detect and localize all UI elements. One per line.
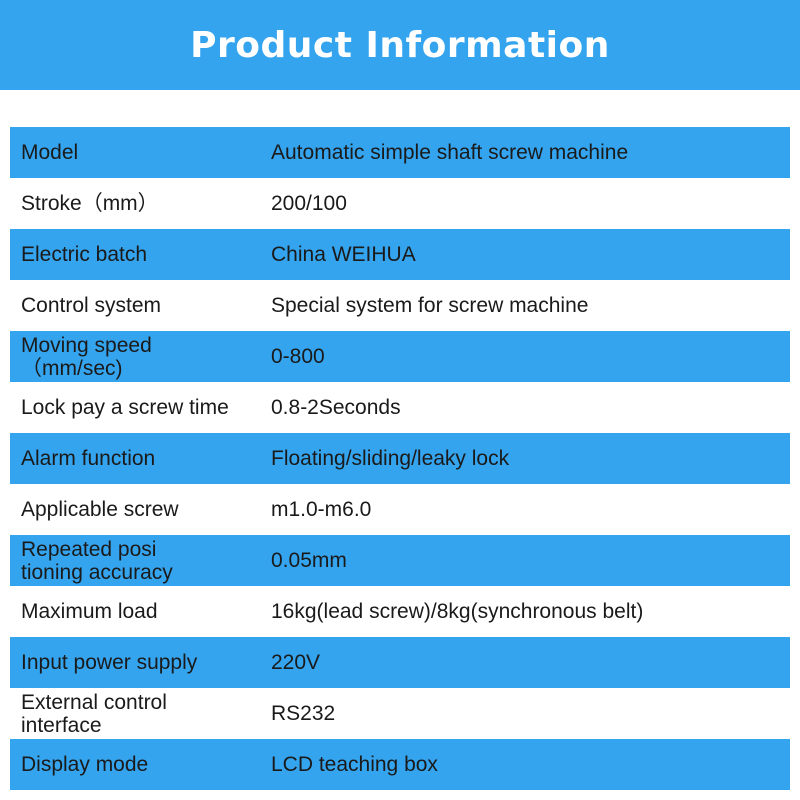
- row-label: Stroke（mm）: [21, 191, 159, 215]
- row-value: Floating/sliding/leaky lock: [271, 446, 510, 470]
- table-row-control-system: Control system Special system for screw …: [10, 280, 790, 331]
- row-label: Display mode: [21, 752, 149, 776]
- header-banner: Product Information: [0, 0, 800, 90]
- row-value: 0.8-2Seconds: [271, 395, 401, 419]
- table-row-stroke: Stroke（mm） 200/100: [10, 178, 790, 229]
- table-row-input-power: Input power supply 220V: [10, 637, 790, 688]
- row-value: 200/100: [271, 191, 347, 215]
- row-label: Input power supply: [21, 650, 198, 674]
- row-value: RS232: [271, 701, 336, 725]
- row-value: LCD teaching box: [271, 752, 438, 776]
- row-label: Applicable screw: [21, 497, 179, 521]
- row-value: 0-800: [271, 344, 325, 368]
- row-label: Lock pay a screw time: [21, 395, 229, 419]
- table-row-positioning-accuracy: Repeated posi tioning accuracy 0.05mm: [10, 535, 790, 586]
- row-label: Maximum load: [21, 599, 158, 623]
- row-label: Alarm function: [21, 446, 156, 470]
- table-row-display-mode: Display mode LCD teaching box: [10, 739, 790, 790]
- table-row-electric-batch: Electric batch China WEIHUA: [10, 229, 790, 280]
- row-value: Automatic simple shaft screw machine: [271, 140, 629, 164]
- row-value: 220V: [271, 650, 321, 674]
- row-label: Control system: [21, 293, 162, 317]
- row-value: 0.05mm: [271, 548, 347, 572]
- row-value: Special system for screw machine: [271, 293, 589, 317]
- table-row-moving-speed: Moving speed （mm/sec) 0-800: [10, 331, 790, 382]
- page-title: Product Information: [190, 24, 610, 66]
- table-row-lock-time: Lock pay a screw time 0.8-2Seconds: [10, 382, 790, 433]
- row-label: Moving speed （mm/sec): [21, 333, 152, 380]
- spec-table: Model Automatic simple shaft screw machi…: [10, 127, 790, 790]
- table-row-applicable-screw: Applicable screw m1.0-m6.0: [10, 484, 790, 535]
- table-row-maximum-load: Maximum load 16kg(lead screw)/8kg(synchr…: [10, 586, 790, 637]
- table-row-external-interface: External control interface RS232: [10, 688, 790, 739]
- row-value: 16kg(lead screw)/8kg(synchronous belt): [271, 599, 644, 623]
- row-label: External control interface: [21, 690, 167, 737]
- row-label: Repeated posi tioning accuracy: [21, 537, 173, 584]
- table-row-model: Model Automatic simple shaft screw machi…: [10, 127, 790, 178]
- row-label: Model: [21, 140, 79, 164]
- row-label: Electric batch: [21, 242, 148, 266]
- table-row-alarm-function: Alarm function Floating/sliding/leaky lo…: [10, 433, 790, 484]
- row-value: m1.0-m6.0: [271, 497, 372, 521]
- row-value: China WEIHUA: [271, 242, 416, 266]
